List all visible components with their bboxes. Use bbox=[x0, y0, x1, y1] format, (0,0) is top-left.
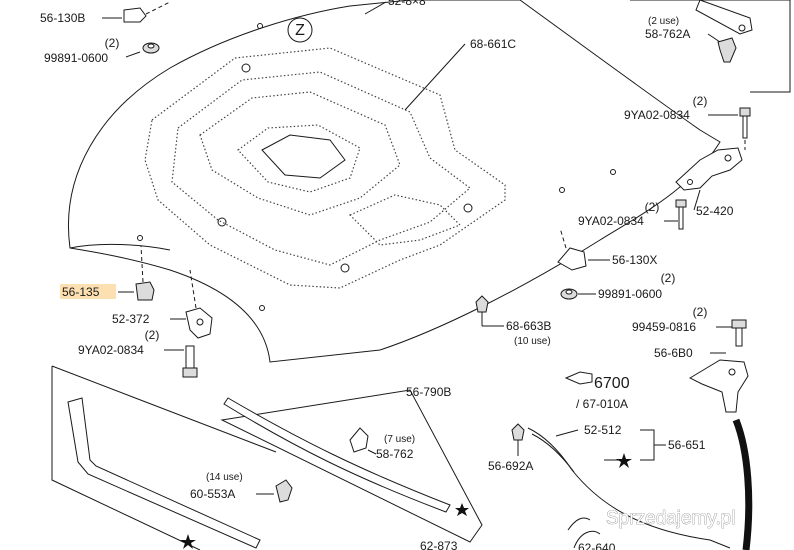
hinge-52-420 bbox=[675, 147, 743, 191]
clip-68-663B bbox=[475, 295, 489, 313]
inner-panel-hole bbox=[241, 63, 251, 73]
label-60-553A: 60-553A bbox=[190, 487, 235, 501]
label-9YA02-0834-b: 9YA02-0834 bbox=[578, 214, 644, 228]
qty-68-663B: (10 use) bbox=[514, 336, 551, 347]
mount-hole bbox=[137, 235, 143, 241]
clip-60-553A bbox=[275, 479, 293, 503]
label-99459-0816: 99459-0816 bbox=[632, 320, 696, 334]
star-icon bbox=[180, 534, 196, 549]
qty-99891-0600-top: (2) bbox=[105, 36, 120, 50]
mount-hole bbox=[610, 169, 616, 175]
qty-9YA02-0834-a: (2) bbox=[693, 94, 708, 108]
label-58-762: 58-762 bbox=[376, 447, 414, 461]
inner-panel-rib-d bbox=[348, 194, 462, 246]
qty-58-762A: (2 use) bbox=[648, 16, 679, 27]
qty-99891-0600-right: (2) bbox=[661, 271, 676, 285]
qty-9YA02-0834-c: (2) bbox=[145, 328, 160, 342]
release-cable bbox=[527, 427, 731, 549]
bolt-9YA02-0834-a bbox=[739, 107, 751, 117]
mount-hole bbox=[257, 23, 263, 29]
label-56-130B: 56-130B bbox=[40, 11, 85, 25]
striker-52-372 bbox=[185, 307, 213, 339]
bolt-9YA02-0834-b bbox=[675, 199, 687, 208]
callout-box-58-762A bbox=[630, 0, 791, 93]
inner-panel-rib-a bbox=[171, 71, 471, 266]
qty-60-553A: (14 use) bbox=[206, 472, 243, 483]
label-62-640: 62-640 bbox=[578, 541, 616, 550]
bracket-56-130B bbox=[123, 7, 147, 23]
bolt-99459-0816 bbox=[731, 319, 747, 329]
hose-thick bbox=[732, 418, 753, 550]
hood-inner-panel bbox=[144, 47, 506, 289]
label-62-873: 62-873 bbox=[420, 539, 458, 550]
zone-marker-label: Z bbox=[295, 22, 305, 39]
inner-panel-hole bbox=[217, 217, 227, 227]
label-56-692A: 56-692A bbox=[488, 459, 533, 473]
inner-panel-center-recess bbox=[261, 134, 346, 179]
label-99891-0600-top: 99891-0600 bbox=[44, 51, 108, 65]
label-52-420: 52-420 bbox=[696, 204, 734, 218]
label-58-762A: 58-762A bbox=[645, 27, 690, 41]
label-56-6B0: 56-6B0 bbox=[654, 346, 693, 360]
label-6700: 6700 bbox=[594, 375, 630, 392]
seal-front-left bbox=[67, 397, 261, 549]
label-9YA02-0834-c: 9YA02-0834 bbox=[78, 343, 144, 357]
callout-box-56-790B bbox=[220, 389, 483, 543]
qty-99459-0816: (2) bbox=[693, 305, 708, 319]
label-68-663B: 68-663B bbox=[506, 319, 551, 333]
label-52-8x8: 52-8×8 bbox=[388, 0, 426, 8]
bolt-9YA02-0834-c bbox=[185, 345, 195, 369]
qty-58-762: (7 use) bbox=[384, 434, 415, 445]
label-52-372: 52-372 bbox=[112, 312, 150, 326]
inner-panel-rib-c bbox=[237, 124, 361, 193]
star-icon bbox=[455, 503, 469, 516]
mount-hole bbox=[259, 305, 265, 311]
label-52-512: 52-512 bbox=[584, 423, 622, 437]
mount-hole bbox=[559, 187, 565, 193]
zone-marker-circle bbox=[287, 17, 313, 43]
hinge-56-6B0 bbox=[688, 359, 749, 413]
clip-58-762 bbox=[349, 427, 369, 453]
hinge-bracket-top bbox=[695, 0, 753, 35]
star-icon bbox=[616, 453, 632, 468]
qty-9YA02-0834-b: (2) bbox=[645, 200, 660, 214]
label-99891-0600-right: 99891-0600 bbox=[598, 287, 662, 301]
watermark: Sprzedajemy.pl bbox=[606, 508, 736, 529]
cap-56-692A bbox=[511, 423, 525, 441]
label-56-651: 56-651 bbox=[668, 438, 706, 452]
label-68-661C: 68-661C bbox=[470, 37, 516, 51]
seal-56-790B bbox=[223, 397, 451, 513]
bumper-56-135 bbox=[135, 281, 155, 301]
label-56-130X: 56-130X bbox=[612, 253, 657, 267]
inner-panel-hole bbox=[463, 203, 473, 213]
callout-box-60-553A bbox=[51, 365, 277, 550]
label-9YA02-0834-a: 9YA02-0834 bbox=[624, 108, 690, 122]
hood-front-edge bbox=[69, 243, 171, 251]
inner-panel-rib-b bbox=[199, 91, 401, 216]
inner-panel-hole bbox=[340, 263, 350, 273]
clip-58-762A bbox=[717, 37, 737, 63]
cable-bundle bbox=[567, 517, 601, 549]
label-56-135: 56-135 bbox=[62, 285, 100, 299]
hood-outer-panel bbox=[68, 0, 721, 363]
bracket-56-130X bbox=[557, 247, 587, 271]
label-56-790B: 56-790B bbox=[406, 385, 451, 399]
highlight-56-135 bbox=[60, 284, 116, 299]
label-67-010A: / 67-010A bbox=[576, 397, 628, 411]
arrow-icon bbox=[564, 371, 593, 385]
